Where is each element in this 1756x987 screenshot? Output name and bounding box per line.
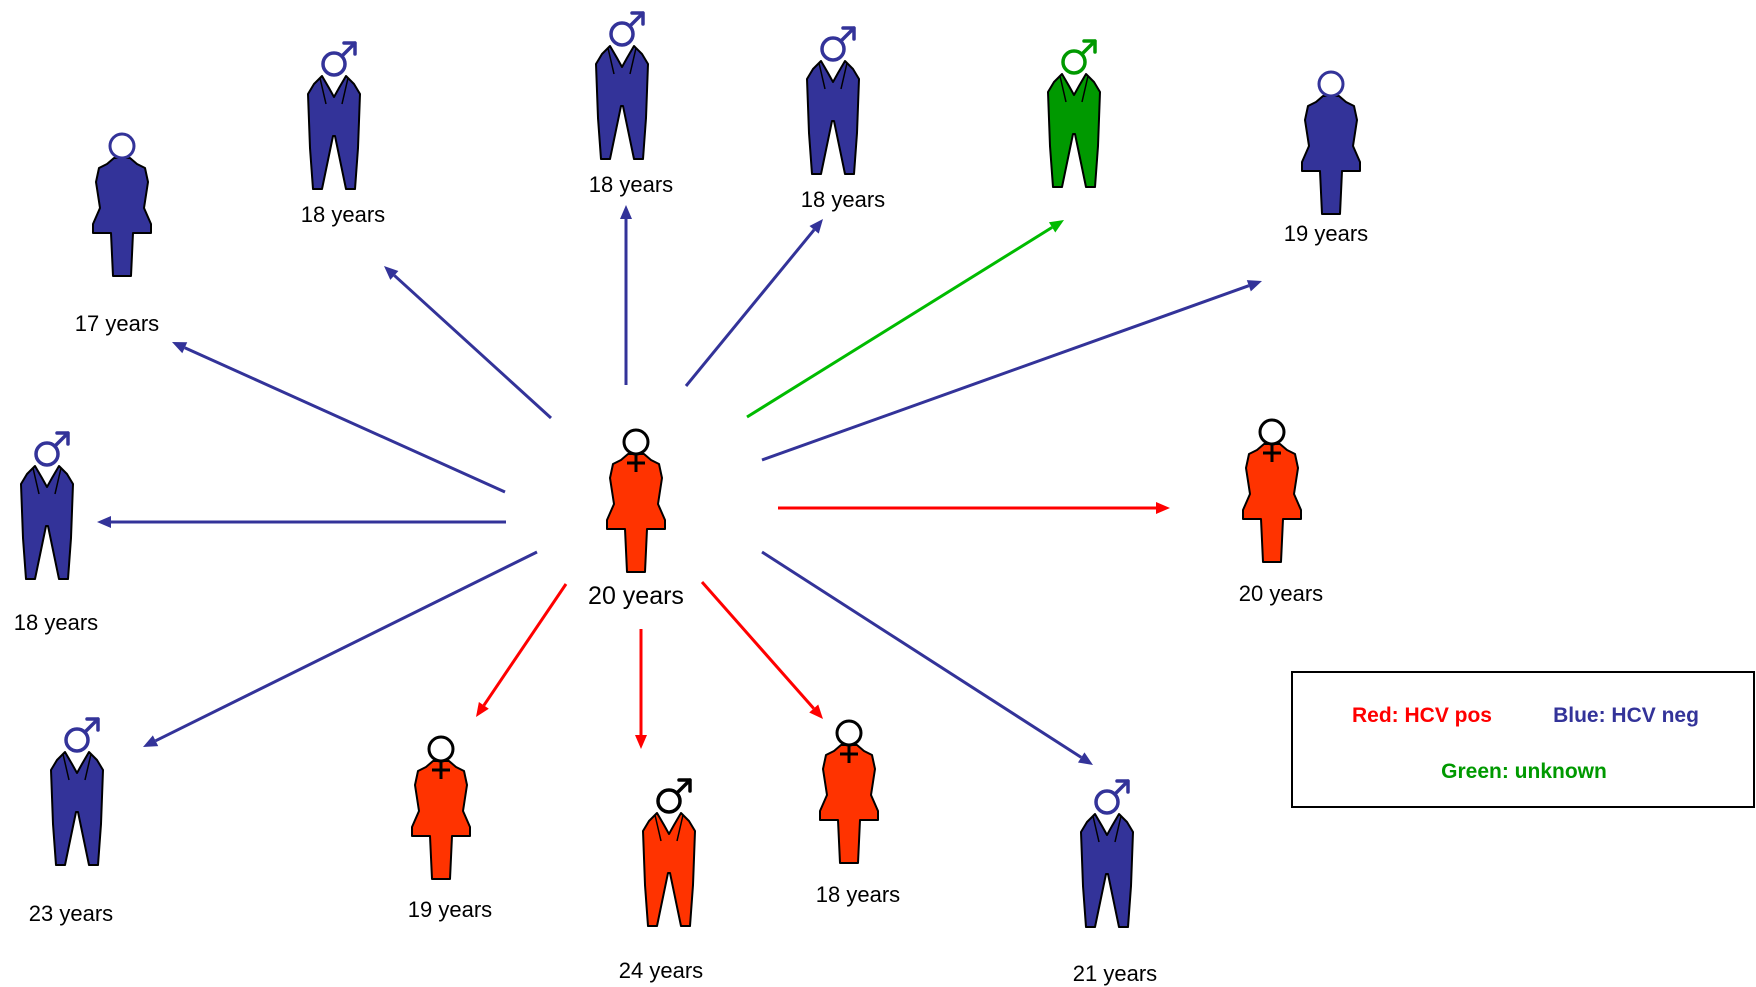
index-case-age-label: 20 years bbox=[588, 582, 684, 610]
legend-blue-label: Blue: HCV neg bbox=[1553, 704, 1699, 727]
arrow-to-c18m-c bbox=[684, 219, 823, 387]
contact-figure-c18m-c bbox=[806, 26, 860, 175]
contact-figure-c18m-b bbox=[595, 11, 649, 160]
legend-red-label: Red: HCV pos bbox=[1352, 704, 1492, 727]
contact-age-label-c19f-b: 19 years bbox=[408, 897, 492, 922]
contact-figure-c18m-d bbox=[20, 431, 74, 580]
contact-age-label-c24m: 24 years bbox=[619, 958, 703, 983]
arrow-to-c20f bbox=[778, 502, 1170, 514]
contact-figure-c18m-a bbox=[307, 41, 361, 190]
labels-layer: 20 years 17 years 18 years 18 years 18 years… bbox=[14, 172, 1368, 986]
arrow-to-c17f bbox=[172, 342, 506, 494]
contact-figure-c21m bbox=[1080, 779, 1134, 928]
legend-box: Red: HCV pos Blue: HCV neg Green: unknow… bbox=[1291, 671, 1755, 808]
contact-age-label-c20f: 20 years bbox=[1239, 581, 1323, 606]
contact-age-label-c21m: 21 years bbox=[1073, 961, 1157, 986]
contact-figure-c20f bbox=[1242, 418, 1302, 563]
arrow-to-c21m bbox=[761, 550, 1093, 765]
contact-age-label-c18m-a: 18 years bbox=[301, 202, 385, 227]
arrows-layer bbox=[97, 205, 1262, 765]
contact-age-label-c18m-d: 18 years bbox=[14, 610, 98, 635]
arrow-to-c18m-d bbox=[97, 516, 506, 528]
contact-figure-cunk bbox=[1047, 39, 1101, 188]
contact-figure-c23m bbox=[50, 717, 104, 866]
arrow-to-c18m-b bbox=[620, 205, 632, 385]
contact-age-label-c19f-a: 19 years bbox=[1284, 221, 1368, 246]
contact-age-label-c17f: 17 years bbox=[75, 311, 159, 336]
arrow-to-c19f-a bbox=[761, 280, 1262, 462]
arrow-to-c18m-a bbox=[384, 266, 553, 420]
contact-figure-c24m bbox=[642, 778, 696, 927]
contact-figure-c17f bbox=[92, 132, 152, 277]
contact-figure-c19f-b bbox=[411, 735, 471, 880]
contact-age-label-c23m: 23 years bbox=[29, 901, 113, 926]
figures-layer bbox=[20, 11, 1361, 928]
arrow-to-cunk bbox=[746, 220, 1064, 419]
arrow-to-c19f-b bbox=[476, 583, 568, 717]
contact-figure-c19f-a bbox=[1301, 70, 1361, 215]
contact-figure-c18f bbox=[819, 719, 879, 864]
legend-green-label: Green: unknown bbox=[1441, 760, 1607, 783]
arrow-to-c24m bbox=[635, 629, 647, 749]
arrow-to-c23m bbox=[143, 550, 538, 747]
index-case-figure bbox=[606, 428, 666, 573]
arrow-to-c18f bbox=[700, 581, 823, 719]
contact-age-label-c18f: 18 years bbox=[816, 882, 900, 907]
contact-age-label-c18m-b: 18 years bbox=[589, 172, 673, 197]
contact-age-label-c18m-c: 18 years bbox=[801, 187, 885, 212]
